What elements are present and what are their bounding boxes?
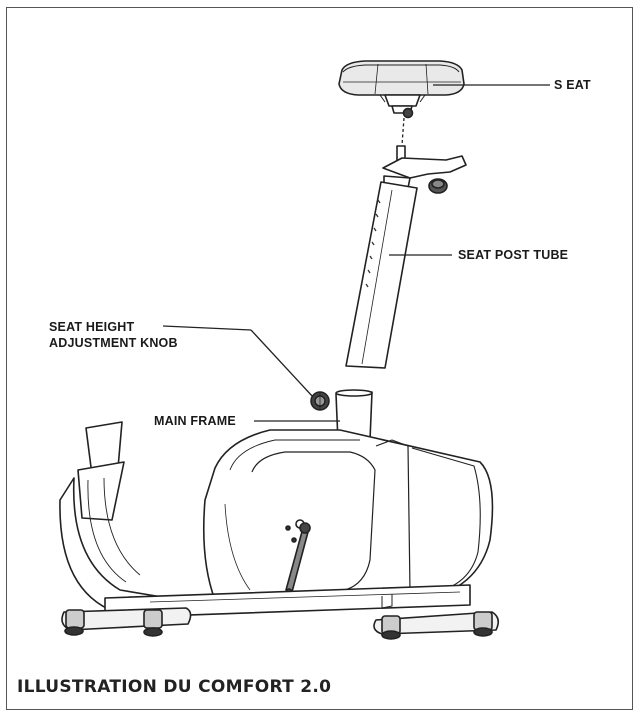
- leader-lines: [162, 84, 550, 422]
- seat-height-label-line1: SEAT HEIGHT: [49, 320, 135, 334]
- seat-height-adjustment-knob: [310, 391, 330, 411]
- main-frame-label: MAIN FRAME: [154, 414, 236, 428]
- knob-leader-line-angled: [250, 329, 314, 398]
- seat-label: S EAT: [554, 78, 591, 92]
- main-frame: [59, 389, 500, 640]
- seat-post-tube-label: SEAT POST TUBE: [458, 248, 569, 262]
- caption: ILLUSTRATION DU COMFORT 2.0: [17, 677, 332, 697]
- seat-post-tube: [345, 145, 467, 369]
- knob-leader-line: [162, 325, 252, 331]
- seat-height-label-line2: ADJUSTMENT KNOB: [49, 336, 178, 350]
- seat: [338, 60, 465, 119]
